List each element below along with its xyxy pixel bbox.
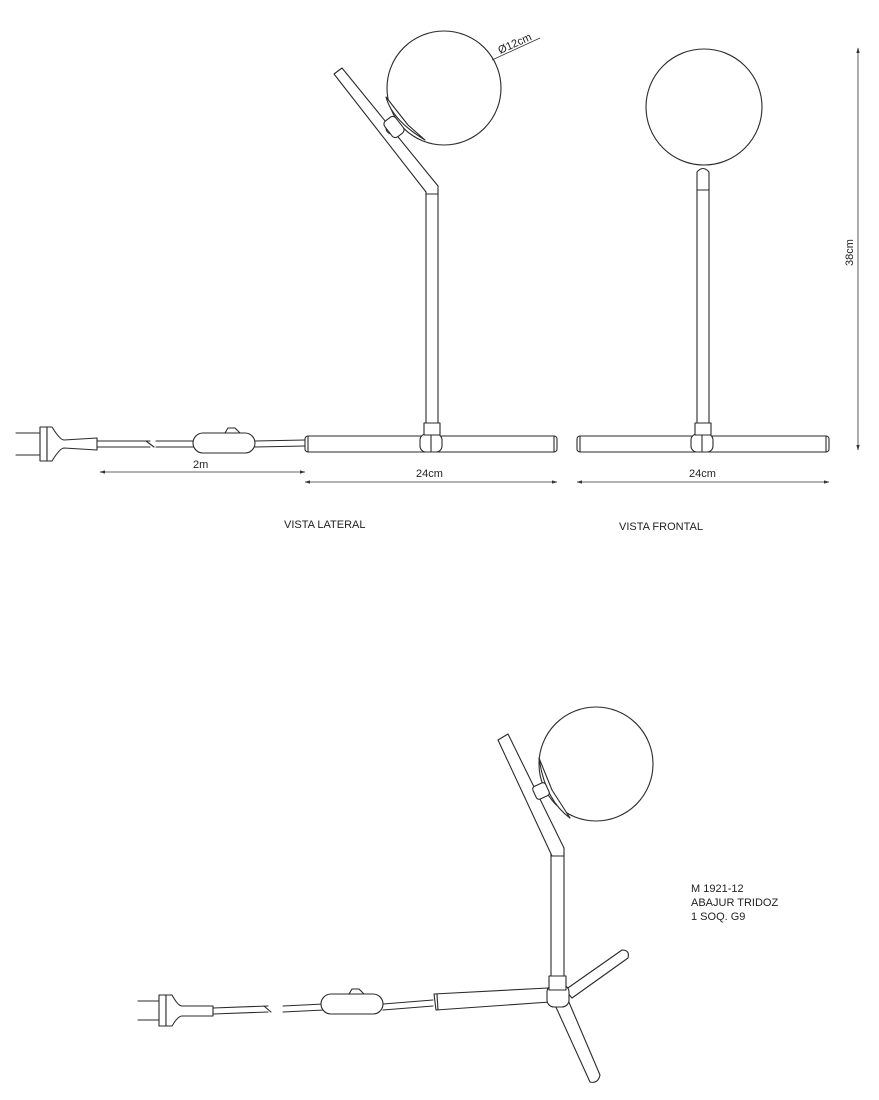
globe [538,706,654,822]
plug-icon [15,426,98,462]
front-view-caption: VISTA FRONTAL [619,521,703,533]
product-name: ABAJUR TRIDOZ [691,897,778,909]
globe [386,30,502,146]
base-width-side-label: 24cm [416,468,443,480]
base-width-front-label: 24cm [689,468,716,480]
globe-diameter-label: Ø12cm [496,31,533,56]
side-view-caption: VISTA LATERAL [284,519,366,531]
perspective-view [137,706,654,1083]
product-info: M 1921-12 ABAJUR TRIDOZ 1 SOQ. G9 [691,883,778,923]
product-socket: 1 SOQ. G9 [691,911,745,923]
front-view: 24cm VISTA FRONTAL [576,48,830,533]
product-code: M 1921-12 [691,883,744,895]
height-label: 38cm [844,239,856,266]
side-view: Ø12cm 2m 24cm VISTA LATERAL [15,30,558,531]
switch [320,988,384,1015]
plug-icon [137,994,214,1027]
cable-length-label: 2m [193,459,208,471]
height-dimension: 38cm [844,47,860,451]
switch [192,427,256,454]
globe [645,48,763,166]
